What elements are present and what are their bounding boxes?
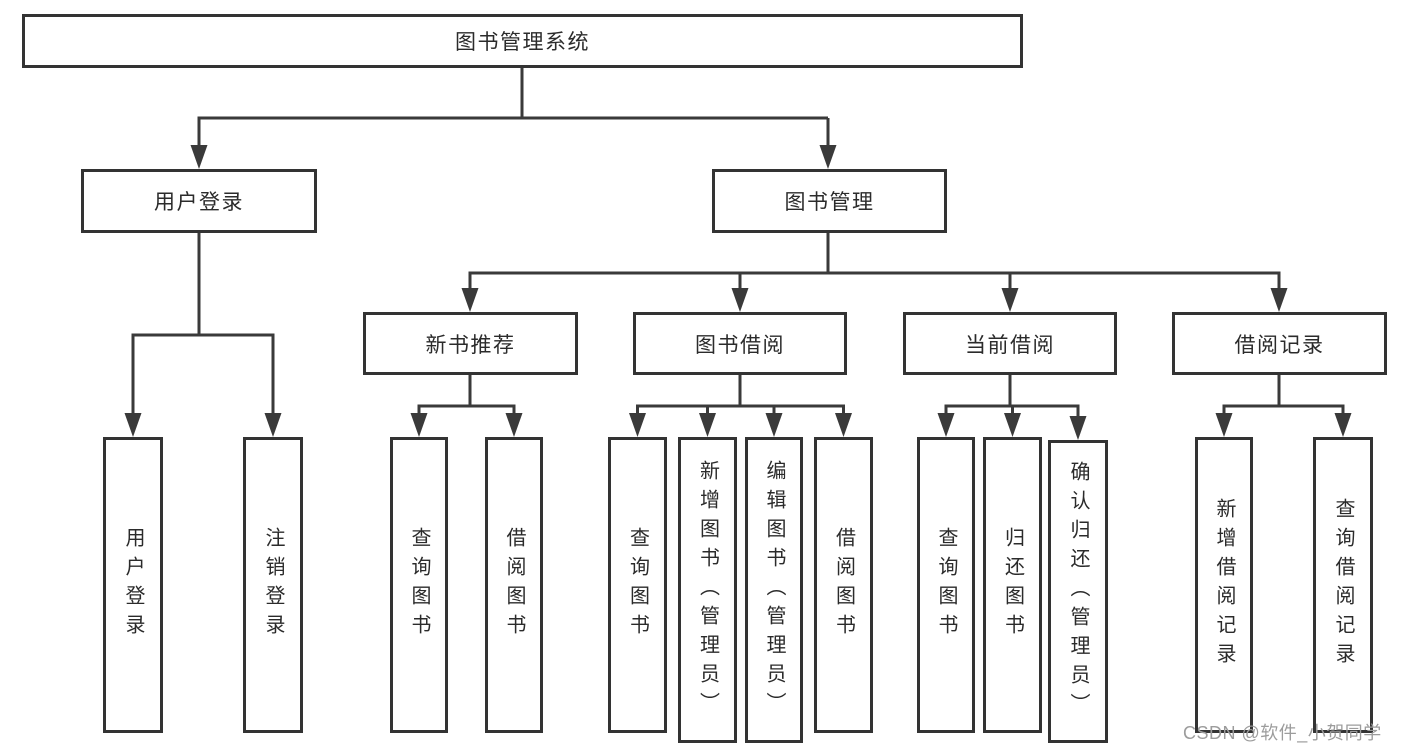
node-label: 查询借阅记录: [1332, 498, 1354, 672]
node-label: 图书管理: [784, 191, 875, 214]
node-book-management: 图书管理: [712, 169, 947, 233]
leaf-query-books-borrowing: 查询图书: [608, 437, 667, 733]
node-label: 归还图书: [1001, 527, 1024, 643]
node-label: 查询图书: [935, 527, 957, 643]
leaf-user-login: 用户登录: [103, 437, 163, 733]
leaf-query-books-current: 查询图书: [917, 437, 975, 733]
node-label: 借阅图书: [832, 527, 855, 643]
leaf-borrow-books: 借阅图书: [814, 437, 873, 733]
leaf-query-borrow-record: 查询借阅记录: [1313, 437, 1373, 733]
node-library-management-system: 图书管理系统: [22, 14, 1023, 68]
node-label: 用户登录: [154, 191, 244, 214]
node-label: 新增图书（管理员）: [696, 459, 719, 721]
node-label: 图书借阅: [695, 333, 785, 357]
node-label: 新增借阅记录: [1213, 498, 1235, 672]
leaf-add-books-admin: 新增图书（管理员）: [678, 437, 737, 743]
node-current-borrowing: 当前借阅: [903, 312, 1117, 375]
node-label: 图书管理系统: [455, 31, 590, 54]
watermark: CSDN @软件_小贺同学: [1183, 723, 1382, 743]
node-label: 借阅图书: [503, 527, 525, 643]
leaf-edit-books-admin: 编辑图书（管理员）: [745, 437, 803, 743]
leaf-logout: 注销登录: [243, 437, 303, 733]
leaf-add-borrow-record: 新增借阅记录: [1195, 437, 1253, 733]
node-label: 注销登录: [262, 527, 284, 643]
node-label: 查询图书: [408, 527, 430, 643]
node-label: 用户登录: [122, 527, 144, 643]
node-book-borrowing: 图书借阅: [633, 312, 847, 375]
node-label: 编辑图书（管理员）: [763, 459, 785, 721]
node-label: 借阅记录: [1234, 333, 1325, 357]
leaf-query-books-recommend: 查询图书: [390, 437, 448, 733]
leaf-return-books: 归还图书: [983, 437, 1042, 733]
node-label: 新书推荐: [425, 333, 516, 357]
node-label: 查询图书: [626, 527, 649, 643]
node-user-login: 用户登录: [81, 169, 317, 233]
leaf-borrow-books-recommend: 借阅图书: [485, 437, 543, 733]
node-borrowing-records: 借阅记录: [1172, 312, 1387, 375]
node-label: 当前借阅: [965, 333, 1055, 357]
node-label: 确认归还（管理员）: [1067, 461, 1089, 722]
node-new-book-recommendation: 新书推荐: [363, 312, 578, 375]
leaf-confirm-return-admin: 确认归还（管理员）: [1048, 440, 1108, 743]
